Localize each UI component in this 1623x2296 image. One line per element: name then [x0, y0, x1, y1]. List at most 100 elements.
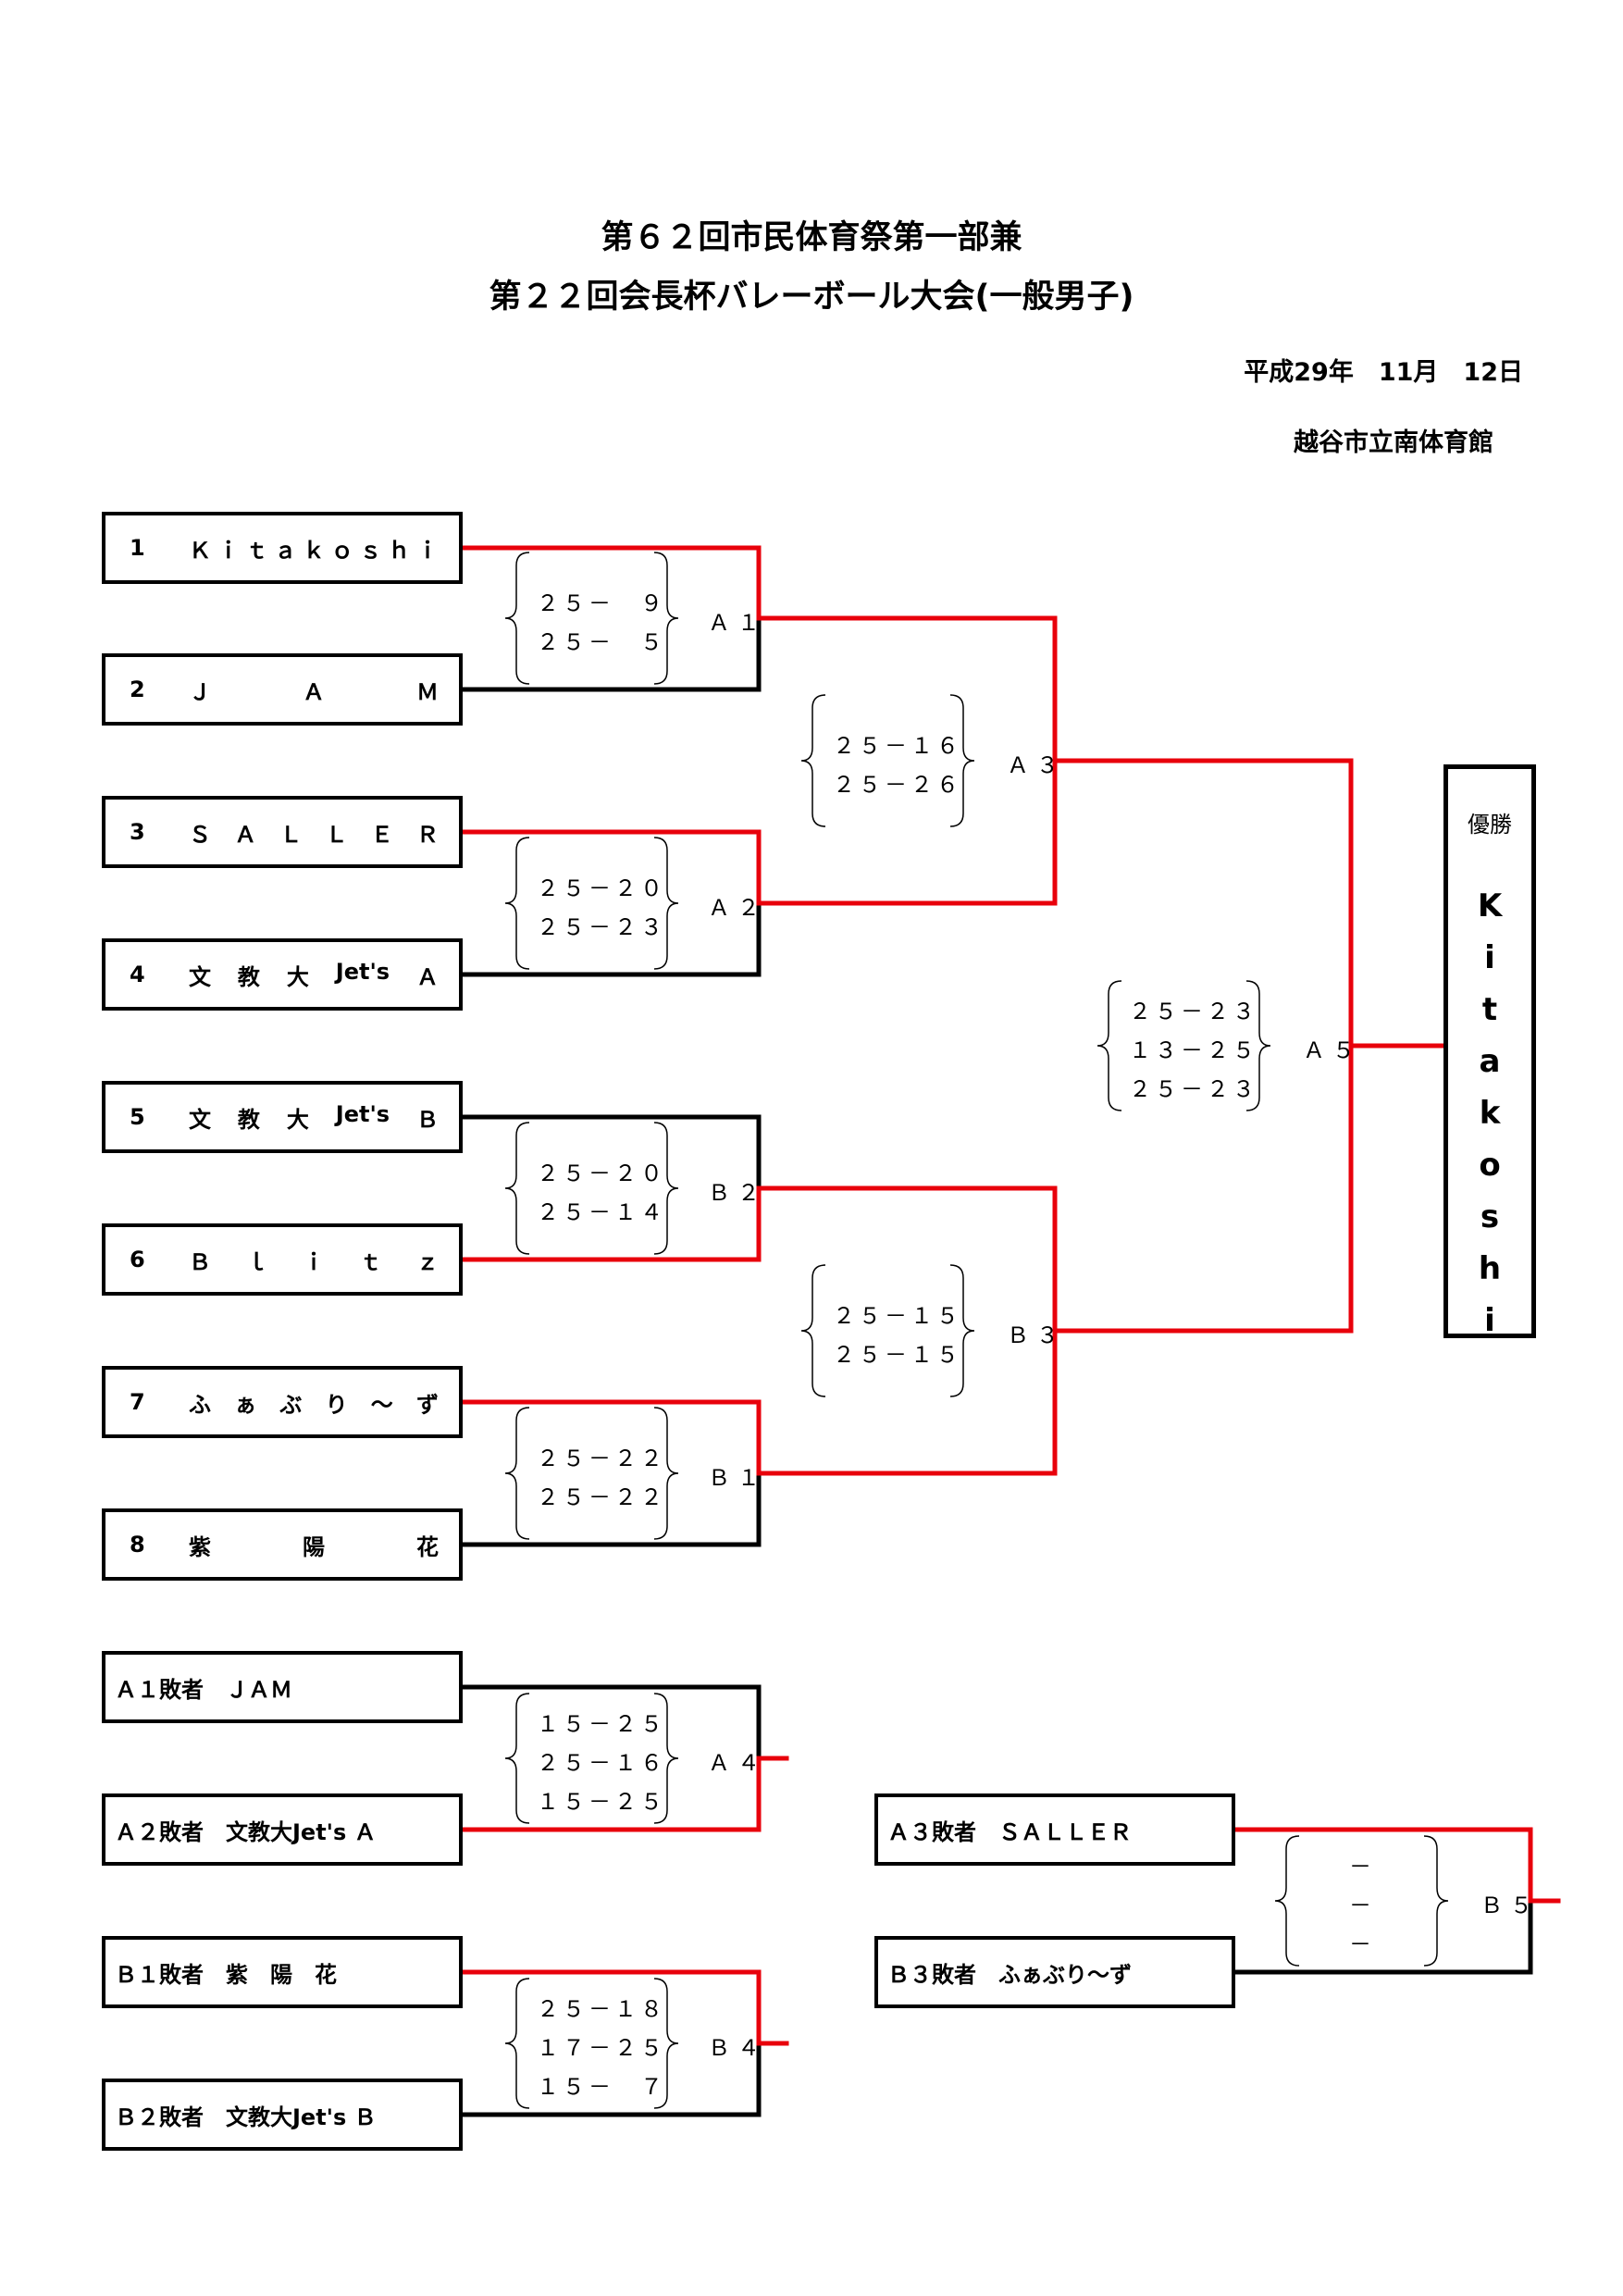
score-b3-set1: ２５－１５ [833, 1303, 962, 1329]
line-b1-winner [756, 1328, 1058, 1476]
team-name-part: Ｊ [189, 678, 211, 705]
champion-name-letter: K [1477, 887, 1503, 925]
team-name-part: 教 [237, 963, 260, 990]
team-name-part: ｚ [416, 1248, 439, 1275]
line-team-4 [458, 900, 762, 977]
team-name-part: ａ [274, 537, 297, 564]
seed-number: 1 [130, 535, 145, 561]
brace-left [504, 1978, 530, 2109]
team-name-part: Ａ [234, 821, 257, 848]
line-loser-b3 [1230, 1898, 1533, 1975]
loser-label: Ｂ１敗者 紫 陽 花 [115, 1961, 337, 1988]
team-name-part: Ｅ [370, 821, 393, 848]
score-a5-set1: ２５－２３ [1129, 999, 1258, 1024]
score-b2-set1: ２５－２０ [537, 1160, 666, 1186]
team-name-part: ｓ [359, 537, 382, 564]
brace-right [949, 694, 975, 827]
brace-right [949, 1264, 975, 1397]
loser-box-a1: Ａ１敗者 ＪＡＭ [102, 1651, 463, 1723]
team-box-8: 8 紫陽花 [102, 1508, 463, 1581]
score-b5-set3: － [1349, 1931, 1375, 1957]
match-label-a2: Ａ２ [708, 895, 767, 921]
line-team-3 [458, 829, 762, 906]
line-team-1 [458, 545, 762, 621]
venue: 越谷市立南体育館 [1294, 428, 1493, 457]
team-box-7: 7 ふぁぶり～ず [102, 1366, 463, 1438]
loser-label: Ａ２敗者 文教大Jet's Ａ [115, 1818, 377, 1845]
line-loser-a2 [458, 1756, 762, 1832]
score-a4-set3: １５－２５ [537, 1789, 666, 1815]
line-team-6 [458, 1185, 762, 1262]
team-name: ふぁぶり～ず [189, 1386, 439, 1419]
score-a4-set1: １５－２５ [537, 1711, 666, 1737]
team-name-part: ｉ [303, 1248, 325, 1275]
brace-right [653, 1693, 679, 1824]
brace-left [800, 1264, 826, 1397]
brace-left [800, 694, 826, 827]
team-name-part: 大 [286, 1106, 309, 1133]
brace-right [653, 1122, 679, 1255]
line-b2-winner [756, 1185, 1058, 1334]
line-team-5 [458, 1114, 762, 1191]
score-b1-set1: ２５－２２ [537, 1446, 666, 1471]
match-label-b3: Ｂ３ [1007, 1322, 1066, 1348]
line-a2-winner [756, 758, 1058, 906]
team-name-part: ｔ [245, 537, 268, 564]
loser-label: Ｂ３敗者 ふぁぶり～ず [887, 1961, 1132, 1988]
line-team-8 [458, 1471, 762, 1547]
brace-right [653, 1407, 679, 1540]
brace-right [653, 552, 679, 685]
brace-left [504, 552, 530, 685]
seed-number: 5 [130, 1104, 145, 1130]
seed-number: 7 [130, 1389, 145, 1415]
score-a2-set2: ２５－２３ [537, 914, 666, 940]
line-a3-winner [1052, 758, 1354, 1049]
score-b5-set1: － [1349, 1854, 1375, 1880]
team-name-part: ｏ [330, 537, 353, 564]
team-name-part: 文 [189, 963, 211, 990]
team-name-part: Ａ [303, 678, 325, 705]
title-line-2: 第２２回会長杯バレーボール大会(一般男子) [489, 279, 1134, 316]
brace-left [504, 1693, 530, 1824]
match-label-a5: Ａ５ [1303, 1037, 1362, 1063]
seed-number: 8 [130, 1532, 145, 1558]
score-a5-set2: １３－２５ [1129, 1037, 1258, 1063]
team-name-part: ｈ [388, 537, 411, 564]
champion-name-letter: i [1484, 1302, 1495, 1339]
loser-label: Ａ１敗者 ＪＡＭ [115, 1676, 292, 1703]
team-name-part: Ｋ [189, 537, 211, 564]
champion-name-letter: i [1484, 939, 1495, 976]
team-name-part: Ｂ [416, 1106, 439, 1133]
line-loser-a3 [1230, 1827, 1533, 1904]
loser-box-b1: Ｂ１敗者 紫 陽 花 [102, 1936, 463, 2008]
score-b4-set1: ２５－１８ [537, 1996, 666, 2022]
champion-label: 優勝 [1468, 812, 1512, 838]
team-name: 紫陽花 [189, 1529, 439, 1561]
loser-box-a3: Ａ３敗者 ＳＡＬＬＥＲ [874, 1793, 1235, 1866]
match-label-a1: Ａ１ [708, 610, 767, 636]
match-label-b4: Ｂ４ [708, 2035, 767, 2061]
champion-name-letter: t [1481, 991, 1498, 1028]
seed-number: 4 [130, 962, 145, 987]
brace-left [504, 837, 530, 970]
score-a4-set2: ２５－１６ [537, 1750, 666, 1776]
loser-box-b2: Ｂ２敗者 文教大Jet's Ｂ [102, 2079, 463, 2151]
team-name-part: 大 [286, 963, 309, 990]
team-name-part: Ｍ [416, 678, 439, 705]
brace-right [653, 837, 679, 970]
team-name-part: Jet's [335, 958, 390, 985]
score-a2-set1: ２５－２０ [537, 875, 666, 901]
team-name-part: ぁ [234, 1391, 257, 1418]
line-loser-a1 [458, 1684, 762, 1761]
score-b5-set2: － [1349, 1893, 1375, 1918]
